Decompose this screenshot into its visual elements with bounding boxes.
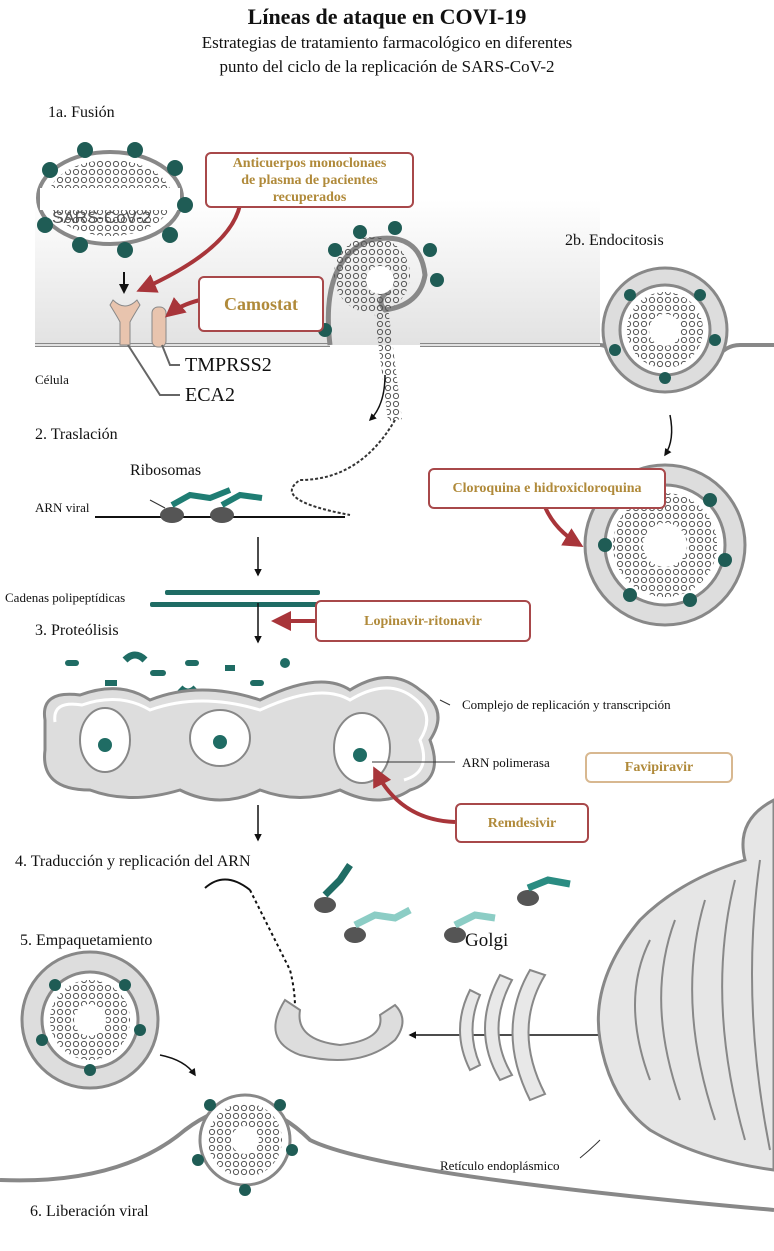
drug-remdesivir: Remdesivir (455, 803, 589, 843)
subtitle-line-1: Estrategias de tratamiento farmacológico… (201, 33, 573, 52)
subtitle-line-2: punto del ciclo de la replicación de SAR… (219, 57, 555, 76)
drug-camostat: Camostat (198, 276, 324, 332)
polypeptides-label: Cadenas polipeptídicas (5, 590, 126, 605)
step-translation: 2. Traslación (35, 426, 118, 443)
viral-rna-label: ARN viral (35, 500, 90, 515)
released-virion (192, 1093, 298, 1196)
polymerase-label: ARN polimerasa (462, 755, 550, 770)
golgi (459, 968, 547, 1102)
drug-favipiravir: Favipiravir (585, 752, 733, 783)
fusing-virus (290, 221, 444, 516)
drug-lopinavir: Lopinavir-ritonavir (315, 600, 531, 642)
drug-antibodies-line-1: Anticuerpos monoclonaes (232, 155, 387, 171)
step-packaging: 5. Empaquetamiento (20, 932, 153, 949)
cell-label: Célula (35, 372, 69, 387)
step-release: 6. Liberación viral (30, 1203, 149, 1220)
eca2-receptor (109, 299, 141, 346)
tmprss2-label: TMPRSS2 (185, 354, 272, 376)
drug-chloroquine: Cloroquina e hidroxicloroquina (428, 468, 666, 509)
sars-cov-2-virus (36, 142, 193, 258)
drug-antibodies-line-2: de plasma de pacientes recuperados (241, 172, 378, 205)
golgi-label: Golgi (465, 930, 509, 951)
cell-membrane-top (35, 343, 617, 361)
ribosomes-label: Ribosomas (130, 462, 202, 479)
endosome-2 (583, 463, 747, 627)
secretory-vesicle (20, 950, 160, 1090)
virus-label: SARS-CoV-2 (52, 208, 152, 227)
title: Líneas de ataque en COVI-19 (247, 4, 527, 29)
eca2-label: ECA2 (185, 384, 235, 406)
complex-label: Complejo de replicación y transcripción (462, 697, 671, 712)
er-label: Retículo endoplásmico (440, 1158, 560, 1173)
tmprss2-receptor (151, 306, 167, 348)
step-proteolysis: 3. Proteólisis (35, 622, 119, 639)
step-endocytosis: 2b. Endocitosis (565, 232, 664, 249)
step-replication: 4. Traducción y replicación del ARN (15, 853, 251, 870)
assembling-vesicle (274, 998, 404, 1061)
endosome-1 (601, 266, 729, 394)
ribosomes (160, 507, 234, 523)
endoplasmic-reticulum (596, 798, 774, 1172)
polypeptide-chains (150, 590, 320, 607)
step-fusion: 1a. Fusión (48, 104, 115, 121)
